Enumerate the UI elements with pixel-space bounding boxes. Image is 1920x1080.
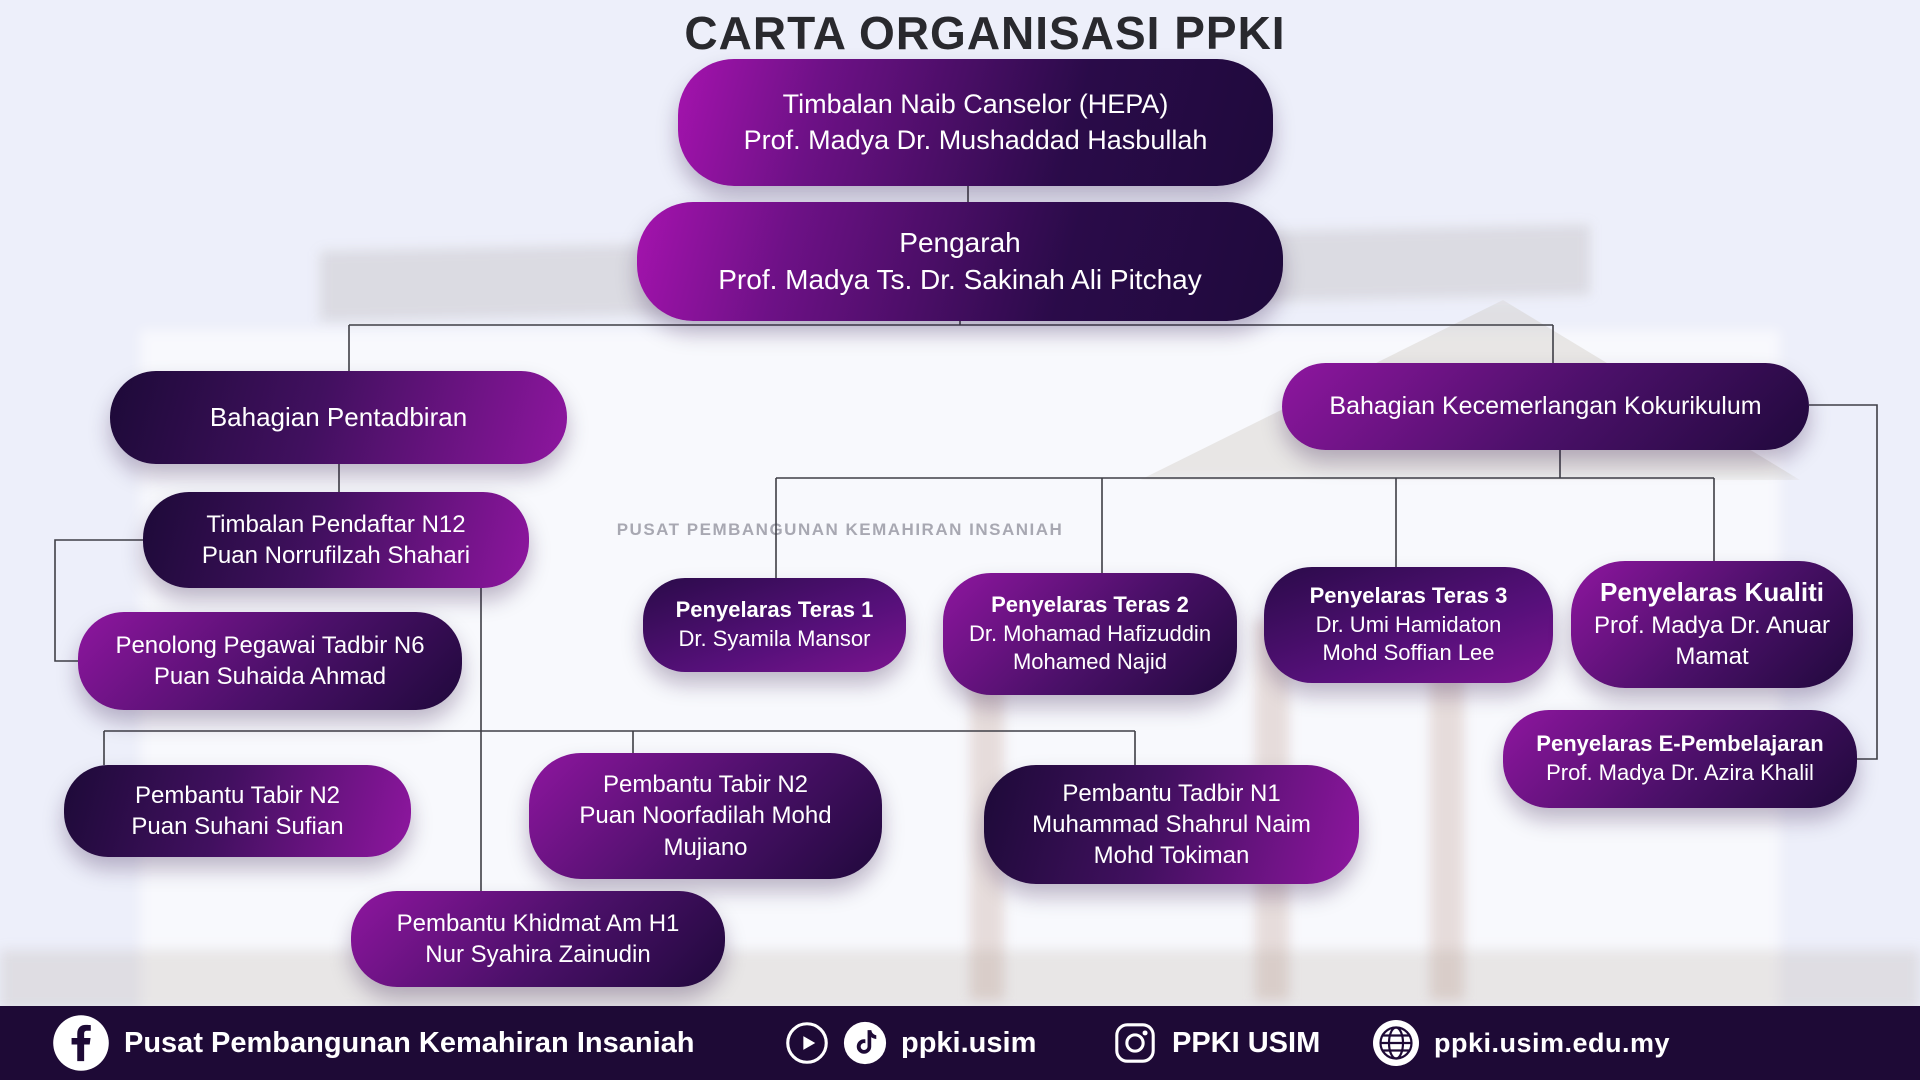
page-title: CARTA ORGANISASI PPKI (684, 7, 1286, 59)
node-person: Prof. Madya Dr. Mushaddad Hasbullah (743, 124, 1208, 155)
node-person: Prof. Madya Dr. Anuar Mamat (1593, 612, 1831, 671)
node-role: Bahagian Pentadbiran (209, 401, 468, 432)
node-role: Bahagian Kecemerlangan Kokurikulum (1329, 392, 1762, 421)
node-role: Timbalan Naib Canselor (HEPA) (782, 89, 1169, 120)
node-role: Penyelaras Kualiti (1600, 577, 1824, 608)
org-node-timbalan-naib-canselor: Timbalan Naib Canselor (HEPA) Prof. Mady… (678, 59, 1273, 186)
node-person: Dr. Umi Hamidaton Mohd Soffian Lee (1315, 611, 1502, 666)
node-role: Pembantu Tabir N2 (134, 781, 340, 809)
org-node-pengarah: Pengarah Prof. Madya Ts. Dr. Sakinah Ali… (637, 202, 1283, 321)
node-person: Dr. Mohamad Hafizuddin Mohamed Najid (968, 620, 1212, 675)
org-node-penyelaras-teras-2: Penyelaras Teras 2 Dr. Mohamad Hafizuddi… (943, 573, 1237, 695)
node-role: Penyelaras Teras 3 (1309, 583, 1508, 609)
org-node-timbalan-pendaftar: Timbalan Pendaftar N12 Puan Norrufilzah … (143, 492, 529, 588)
footer-social-group: ppki.usim (785, 1006, 1036, 1080)
org-node-penyelaras-kualiti: Penyelaras Kualiti Prof. Madya Dr. Anuar… (1571, 561, 1853, 688)
node-person: Puan Suhaida Ahmad (153, 663, 387, 690)
node-person: Muhammad Shahrul Naim Mohd Tokiman (1032, 810, 1311, 870)
org-node-penyelaras-teras-3: Penyelaras Teras 3 Dr. Umi Hamidaton Moh… (1264, 567, 1553, 683)
node-role: Penyelaras Teras 2 (991, 592, 1189, 618)
node-person: Dr. Syamila Mansor (678, 626, 871, 651)
tiktok-icon[interactable] (843, 1021, 887, 1065)
node-person: Puan Noorfadilah Mohd Mujiano (579, 802, 832, 861)
background-pillar (1430, 620, 1464, 1000)
node-person: Puan Suhani Sufian (131, 813, 344, 840)
node-role: Penyelaras E-Pembelajaran (1536, 731, 1824, 757)
node-role: Pembantu Tadbir N1 (1062, 779, 1281, 807)
node-person: Prof. Madya Dr. Azira Khalil (1546, 760, 1814, 785)
org-node-pembantu-tabir-2: Pembantu Tabir N2 Puan Noorfadilah Mohd … (529, 753, 882, 879)
node-person: Prof. Madya Ts. Dr. Sakinah Ali Pitchay (718, 263, 1202, 295)
footer-social-handle: ppki.usim (901, 1026, 1037, 1059)
footer-website: ppki.usim.edu.my (1434, 1027, 1671, 1058)
footer-org-name: Pusat Pembangunan Kemahiran Insaniah (124, 1026, 695, 1059)
footer-facebook-group: Pusat Pembangunan Kemahiran Insaniah (52, 1006, 694, 1080)
node-role: Pengarah (899, 227, 1021, 259)
org-node-pembantu-khidmat: Pembantu Khidmat Am H1 Nur Syahira Zainu… (351, 891, 725, 987)
footer-instagram-group: PPKI USIM (1112, 1006, 1320, 1080)
globe-icon[interactable] (1372, 1019, 1420, 1067)
node-role: Penyelaras Teras 1 (675, 597, 874, 623)
org-node-penyelaras-e-pembelajaran: Penyelaras E-Pembelajaran Prof. Madya Dr… (1503, 710, 1857, 808)
org-node-bahagian-pentadbiran: Bahagian Pentadbiran (110, 371, 567, 464)
node-role: Timbalan Pendaftar N12 (206, 510, 466, 538)
footer-website-group: ppki.usim.edu.my (1372, 1006, 1670, 1080)
footer-instagram-handle: PPKI USIM (1172, 1026, 1321, 1059)
node-person: Nur Syahira Zainudin (425, 941, 651, 968)
instagram-icon[interactable] (1112, 1020, 1158, 1066)
node-role: Penolong Pegawai Tadbir N6 (115, 631, 425, 659)
node-person: Puan Norrufilzah Shahari (201, 542, 471, 569)
node-role: Pembantu Tabir N2 (602, 771, 808, 799)
org-node-pembantu-tabir-1: Pembantu Tabir N2 Puan Suhani Sufian (64, 765, 411, 857)
org-node-penyelaras-teras-1: Penyelaras Teras 1 Dr. Syamila Mansor (643, 578, 906, 672)
org-node-penolong-pegawai: Penolong Pegawai Tadbir N6 Puan Suhaida … (78, 612, 462, 710)
youtube-icon[interactable] (785, 1021, 829, 1065)
background-signage-text: PUSAT PEMBANGUNAN KEMAHIRAN INSANIAH (616, 520, 1064, 539)
background-ground (0, 950, 1920, 1010)
facebook-icon[interactable] (52, 1014, 110, 1072)
org-node-bahagian-kokurikulum: Bahagian Kecemerlangan Kokurikulum (1282, 363, 1809, 450)
footer-bar: Pusat Pembangunan Kemahiran Insaniah ppk… (0, 1006, 1920, 1080)
org-node-pembantu-tadbir-n1: Pembantu Tadbir N1 Muhammad Shahrul Naim… (984, 765, 1359, 884)
node-role: Pembantu Khidmat Am H1 (396, 909, 680, 937)
